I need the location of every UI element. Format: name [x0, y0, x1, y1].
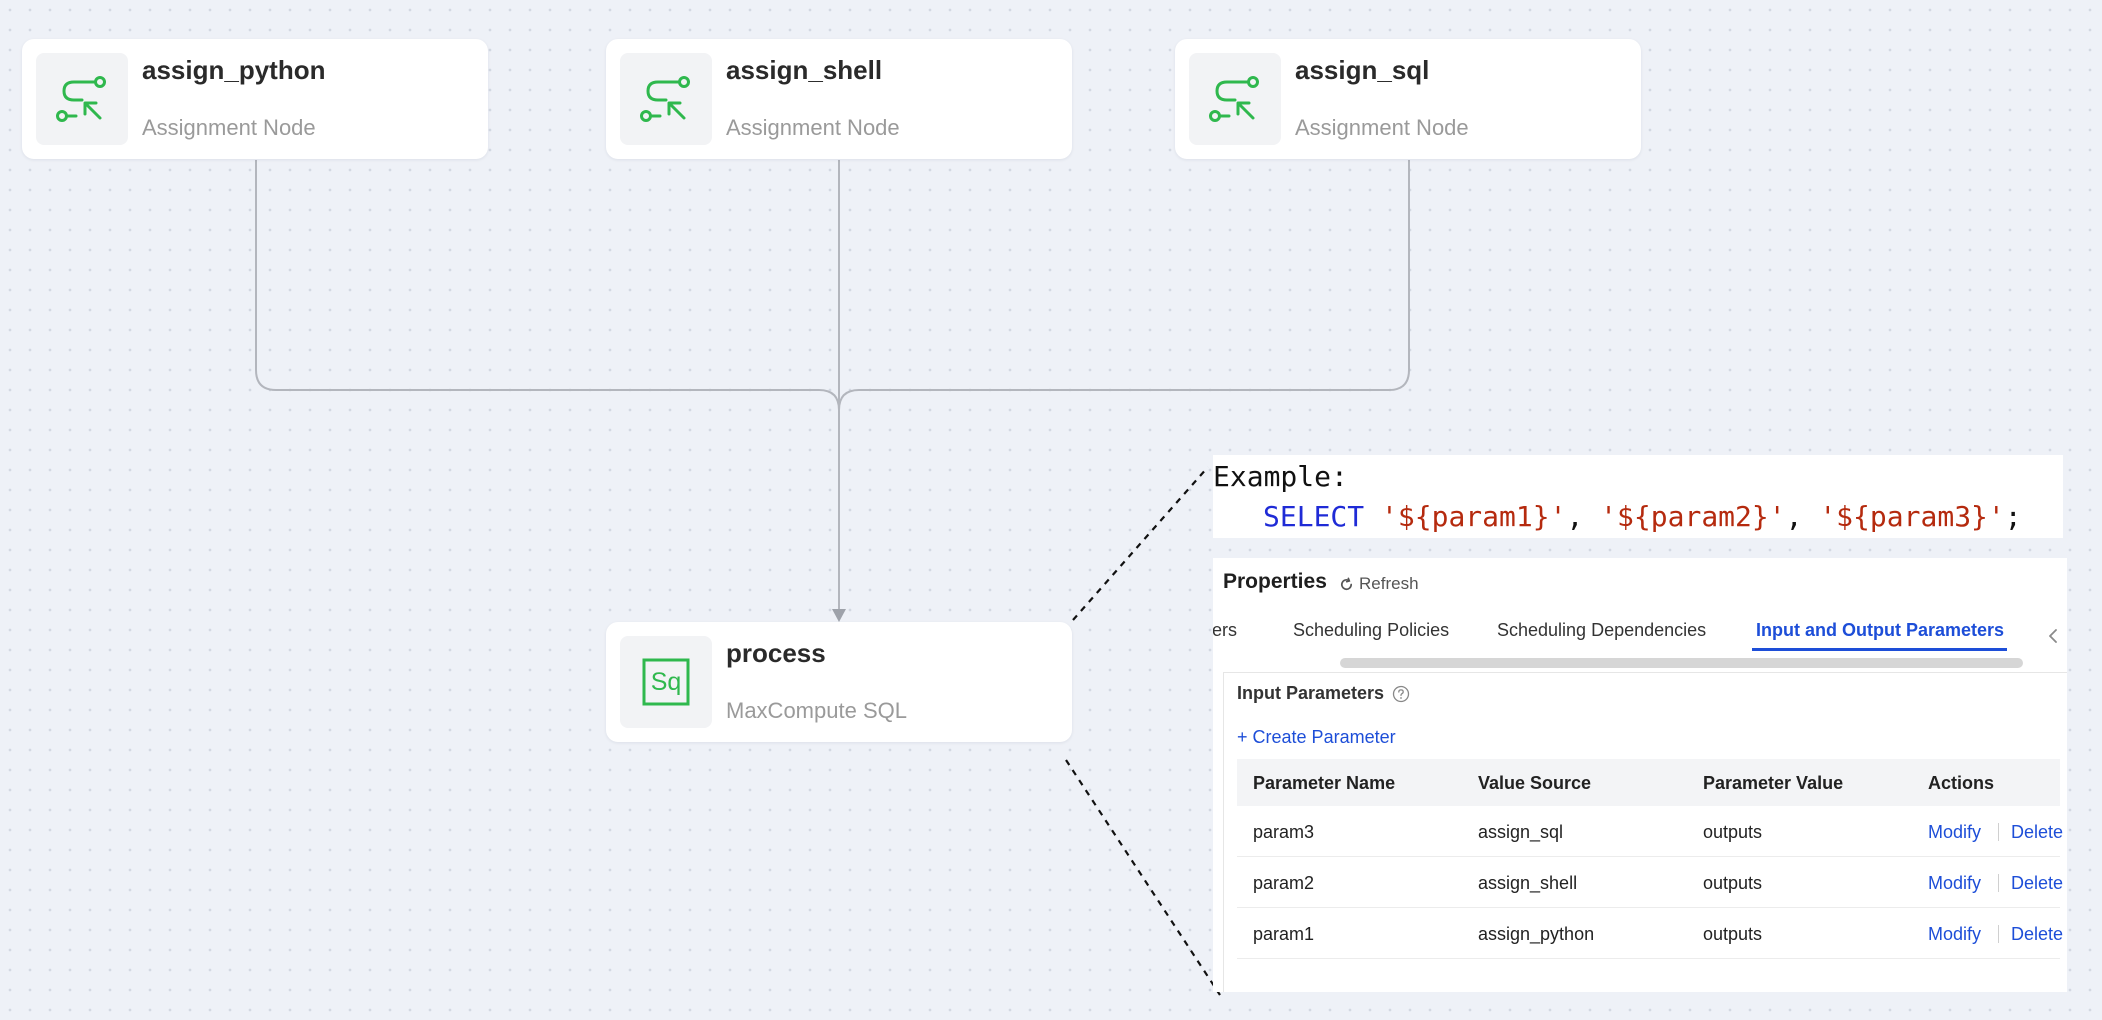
tabs-scrollbar[interactable]	[1340, 658, 2023, 668]
sql-string: '${param1}'	[1381, 500, 1567, 533]
modify-link[interactable]: Modify	[1928, 822, 1982, 842]
column-header-parameter-name: Parameter Name	[1253, 773, 1396, 793]
edge-assign-sql	[838, 160, 1410, 411]
example-label: Example:	[1213, 460, 1348, 493]
cell-parameter-name: param1	[1253, 924, 1315, 944]
cell-value-source: assign_shell	[1478, 873, 1578, 893]
cell-parameter-value: outputs	[1703, 873, 1763, 893]
table-row: param3 assign_sql outputs Modify Delete	[1237, 806, 2064, 857]
create-parameter-button[interactable]: + Create Parameter	[1237, 727, 1396, 748]
table-row: param1 assign_python outputs Modify Dele…	[1237, 908, 2064, 959]
modify-link[interactable]: Modify	[1928, 873, 1982, 893]
properties-panel: Properties Refresh ters Scheduling Polic…	[1213, 558, 2067, 992]
input-parameters-table: Parameter Name Value Source Parameter Va…	[1237, 759, 2064, 959]
cell-parameter-value: outputs	[1703, 822, 1763, 842]
refresh-button[interactable]: Refresh	[1339, 574, 1419, 594]
node-type: Assignment Node	[726, 115, 900, 140]
assignment-node-icon	[1189, 53, 1281, 145]
sql-punctuation: ,	[1566, 500, 1584, 533]
zoom-guide-bottom	[1065, 759, 1221, 996]
action-separator	[1998, 925, 1999, 943]
cell-value-source: assign_python	[1478, 924, 1595, 944]
input-parameters-title: Input Parameters	[1237, 683, 1385, 703]
tab-scheduling-policies[interactable]: Scheduling Policies	[1293, 620, 1450, 640]
node-assign-python[interactable]: assign_python Assignment Node	[22, 39, 488, 159]
tab-scheduling-dependencies[interactable]: Scheduling Dependencies	[1497, 620, 1707, 640]
table-row: param2 assign_shell outputs Modify Delet…	[1237, 857, 2064, 908]
help-icon[interactable]	[1392, 685, 1410, 703]
plus-icon: +	[1237, 727, 1248, 747]
cell-parameter-name: param3	[1253, 822, 1315, 842]
delete-link[interactable]: Delete	[2011, 924, 2064, 944]
sq-icon: Sq	[620, 636, 712, 728]
tab-input-output-parameters[interactable]: Input and Output Parameters	[1756, 620, 2005, 640]
delete-link[interactable]: Delete	[2011, 822, 2064, 842]
node-title: assign_shell	[726, 55, 883, 85]
zoom-guide-top	[1072, 466, 1209, 621]
edge-arrowhead	[832, 609, 846, 622]
properties-tabs: ters Scheduling Policies Scheduling Depe…	[1213, 620, 2059, 650]
node-type: Assignment Node	[142, 115, 316, 140]
edge-assign-python	[255, 160, 840, 411]
node-type: Assignment Node	[1295, 115, 1469, 140]
delete-link[interactable]: Delete	[2011, 873, 2064, 893]
column-header-actions: Actions	[1928, 773, 1995, 793]
cell-parameter-name: param2	[1253, 873, 1315, 893]
refresh-icon	[1341, 577, 1353, 590]
action-separator	[1998, 874, 1999, 892]
action-separator	[1998, 823, 1999, 841]
node-assign-sql[interactable]: assign_sql Assignment Node	[1175, 39, 1641, 159]
create-parameter-label: Create Parameter	[1252, 727, 1396, 747]
table-header: Parameter Name Value Source Parameter Va…	[1237, 759, 2060, 806]
properties-title: Properties	[1223, 570, 1327, 593]
node-title: assign_sql	[1295, 55, 1430, 85]
node-assign-shell[interactable]: assign_shell Assignment Node	[606, 39, 1072, 159]
column-header-value-source: Value Source	[1478, 773, 1592, 793]
sql-punctuation: ,	[1785, 500, 1803, 533]
assignment-node-icon	[36, 53, 128, 145]
modify-link[interactable]: Modify	[1928, 924, 1982, 944]
node-title: assign_python	[142, 55, 326, 85]
cell-parameter-value: outputs	[1703, 924, 1763, 944]
sql-string: '${param3}'	[1819, 500, 2005, 533]
node-type: MaxCompute SQL	[726, 698, 907, 723]
node-title: process	[726, 638, 826, 668]
sql-example: Example: SELECT '${param1}', '${param2}'…	[1213, 455, 2063, 538]
chevron-left-icon[interactable]	[2047, 628, 2059, 649]
example-code: SELECT '${param1}', '${param2}', '${para…	[1263, 500, 2022, 533]
sql-keyword: SELECT	[1263, 500, 1365, 533]
node-process[interactable]: Sq process MaxCompute SQL	[606, 622, 1072, 742]
tab-parameters-partial[interactable]: ters	[1213, 620, 1238, 640]
column-header-parameter-value: Parameter Value	[1703, 773, 1844, 793]
refresh-label: Refresh	[1359, 574, 1419, 593]
input-parameters-section: Input Parameters + Create Parameter Para…	[1223, 672, 2067, 992]
sq-icon-text: Sq	[651, 668, 682, 696]
assignment-node-icon	[620, 53, 712, 145]
input-parameters-heading: Input Parameters	[1237, 683, 1410, 704]
sql-string: '${param2}'	[1600, 500, 1786, 533]
cell-value-source: assign_sql	[1478, 822, 1564, 842]
sql-punctuation: ;	[2004, 500, 2022, 533]
active-tab-indicator	[1752, 648, 2007, 651]
